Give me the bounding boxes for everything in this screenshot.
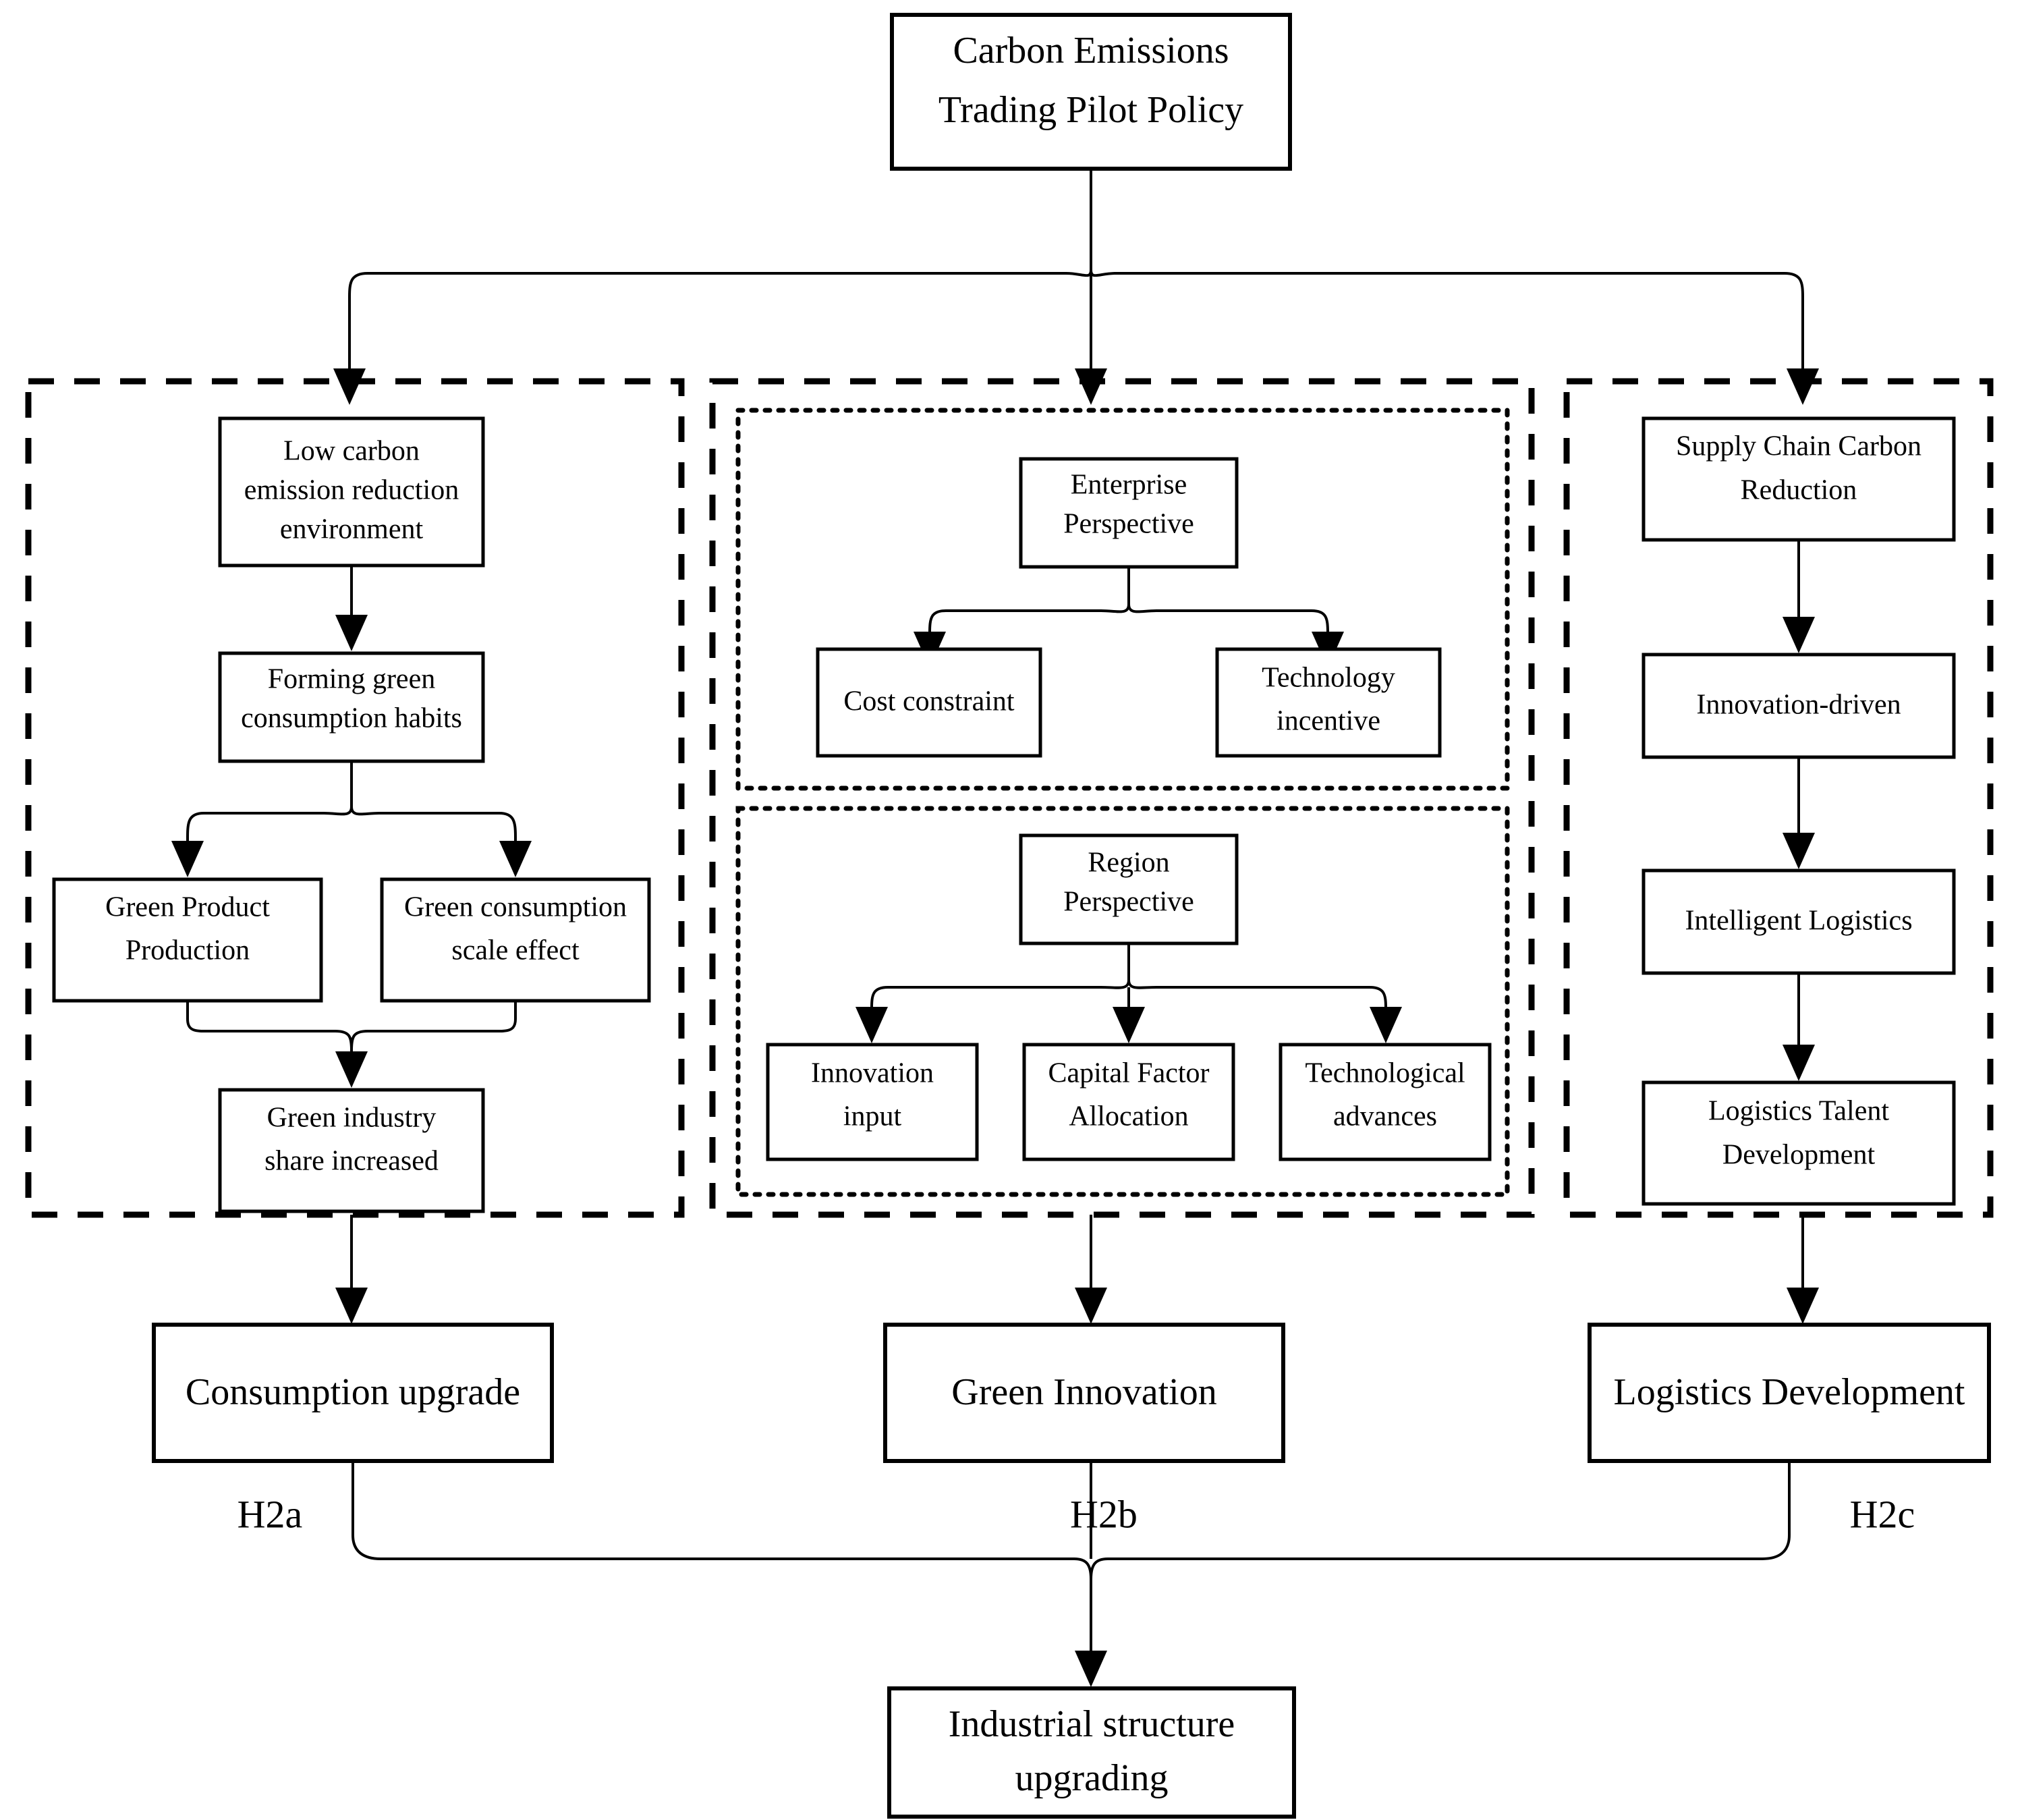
node-consumption-upgrade-label: Consumption upgrade [186,1371,520,1413]
node-industrial-structure-line-2: upgrading [1015,1757,1168,1799]
hypothesis-label-h2a: H2a [237,1492,303,1536]
node-green-habits[interactable]: Forming green consumption habits [218,651,485,763]
node-intelligent-logistics[interactable]: Intelligent Logistics [1642,868,1956,975]
hypothesis-label-h2c: H2c [1850,1492,1915,1536]
node-green-habits-line-1: Forming green [268,664,435,695]
node-supply-chain-line-2: Reduction [1741,475,1857,506]
node-carbon-policy-line-2: Trading Pilot Policy [938,89,1243,131]
node-logistics-talent-line-2: Development [1722,1140,1876,1171]
node-technology-incentive-line-1: Technology [1262,663,1395,694]
node-technological-advances-line-1: Technological [1305,1058,1465,1089]
node-region-line-1: Region [1088,848,1169,879]
node-region-perspective[interactable]: Region Perspective [1019,833,1239,945]
node-cost-constraint-label: Cost constraint [843,686,1014,717]
node-enterprise-perspective[interactable]: Enterprise Perspective [1019,457,1239,569]
connector-innovationdriven-to-intelligent [1783,757,1815,869]
node-green-innovation-label: Green Innovation [951,1371,1216,1413]
consumption-group-border [25,378,685,1218]
node-carbon-policy[interactable]: Carbon Emissions Trading Pilot Policy [890,13,1292,171]
connector-intelligent-to-talent [1783,973,1815,1081]
connector-innovation-group-to-outcome [1075,1215,1107,1324]
node-innovation-input[interactable]: Innovation input [766,1043,979,1161]
region-subgroup-border [735,806,1510,1197]
node-green-scale[interactable]: Green consumption scale effect [380,877,651,1003]
node-industrial-structure-line-1: Industrial structure [949,1703,1235,1745]
node-capital-factor-line-1: Capital Factor [1048,1058,1209,1089]
node-innovation-input-line-1: Innovation [811,1058,934,1089]
node-green-scale-line-2: scale effect [451,935,580,966]
node-enterprise-line-2: Perspective [1063,509,1194,540]
connector-supplychain-to-innovationdriven [1783,540,1815,653]
node-innovation-input-line-2: input [843,1101,902,1132]
node-logistics-talent-line-1: Logistics Talent [1708,1096,1889,1127]
connector-consumption-group-to-outcome [335,1215,368,1324]
node-industrial-structure[interactable]: Industrial structure upgrading [887,1686,1296,1819]
connector-policy-to-branches [333,169,1819,405]
node-green-industry[interactable]: Green industry share increased [218,1088,485,1213]
connector-children-to-industry [186,1001,517,1088]
node-supply-chain-line-1: Supply Chain Carbon [1676,431,1921,462]
node-intelligent-logistics-label: Intelligent Logistics [1685,906,1912,937]
node-logistics-development-label: Logistics Development [1613,1371,1965,1413]
logistics-group-border [1563,378,1994,1218]
node-region-line-2: Perspective [1063,887,1194,918]
node-innovation-driven-label: Innovation-driven [1696,690,1901,721]
node-green-habits-line-2: consumption habits [241,703,462,734]
node-green-product[interactable]: Green Product Production [52,877,323,1003]
node-green-industry-line-2: share increased [264,1146,439,1177]
enterprise-subgroup-border [735,408,1510,791]
node-low-carbon[interactable]: Low carbon emission reduction environmen… [218,416,485,568]
node-consumption-upgrade[interactable]: Consumption upgrade [152,1323,554,1463]
connector-logistics-group-to-outcome [1787,1215,1819,1324]
node-green-scale-line-1: Green consumption [404,892,627,923]
node-technological-advances-line-2: advances [1333,1101,1437,1132]
node-low-carbon-line-2: emission reduction [244,475,459,506]
node-innovation-driven[interactable]: Innovation-driven [1642,653,1956,759]
node-enterprise-line-1: Enterprise [1071,470,1187,501]
node-capital-factor[interactable]: Capital Factor Allocation [1022,1043,1235,1161]
node-logistics-development[interactable]: Logistics Development [1588,1323,1991,1463]
node-carbon-policy-line-1: Carbon Emissions [953,30,1229,72]
node-cost-constraint[interactable]: Cost constraint [816,647,1042,758]
node-technology-incentive[interactable]: Technology incentive [1215,647,1442,758]
node-capital-factor-line-2: Allocation [1069,1101,1188,1132]
connector-outcomes-to-final [352,1461,1791,1687]
hypothesis-label-h2b: H2b [1070,1492,1138,1536]
node-green-innovation[interactable]: Green Innovation [883,1323,1285,1463]
node-supply-chain[interactable]: Supply Chain Carbon Reduction [1642,416,1956,542]
node-technological-advances[interactable]: Technological advances [1279,1043,1492,1161]
node-logistics-talent[interactable]: Logistics Talent Development [1642,1080,1956,1206]
node-low-carbon-line-3: environment [280,514,424,545]
connector-habits-to-children [171,761,532,877]
node-green-product-line-1: Green Product [105,892,270,923]
node-green-industry-line-1: Green industry [267,1103,437,1134]
connector-lowcarbon-to-habits [335,566,368,651]
node-low-carbon-line-1: Low carbon [283,436,420,467]
node-technology-incentive-line-2: incentive [1276,706,1380,737]
connector-region-to-children [855,943,1402,1043]
node-green-product-line-2: Production [125,935,250,966]
